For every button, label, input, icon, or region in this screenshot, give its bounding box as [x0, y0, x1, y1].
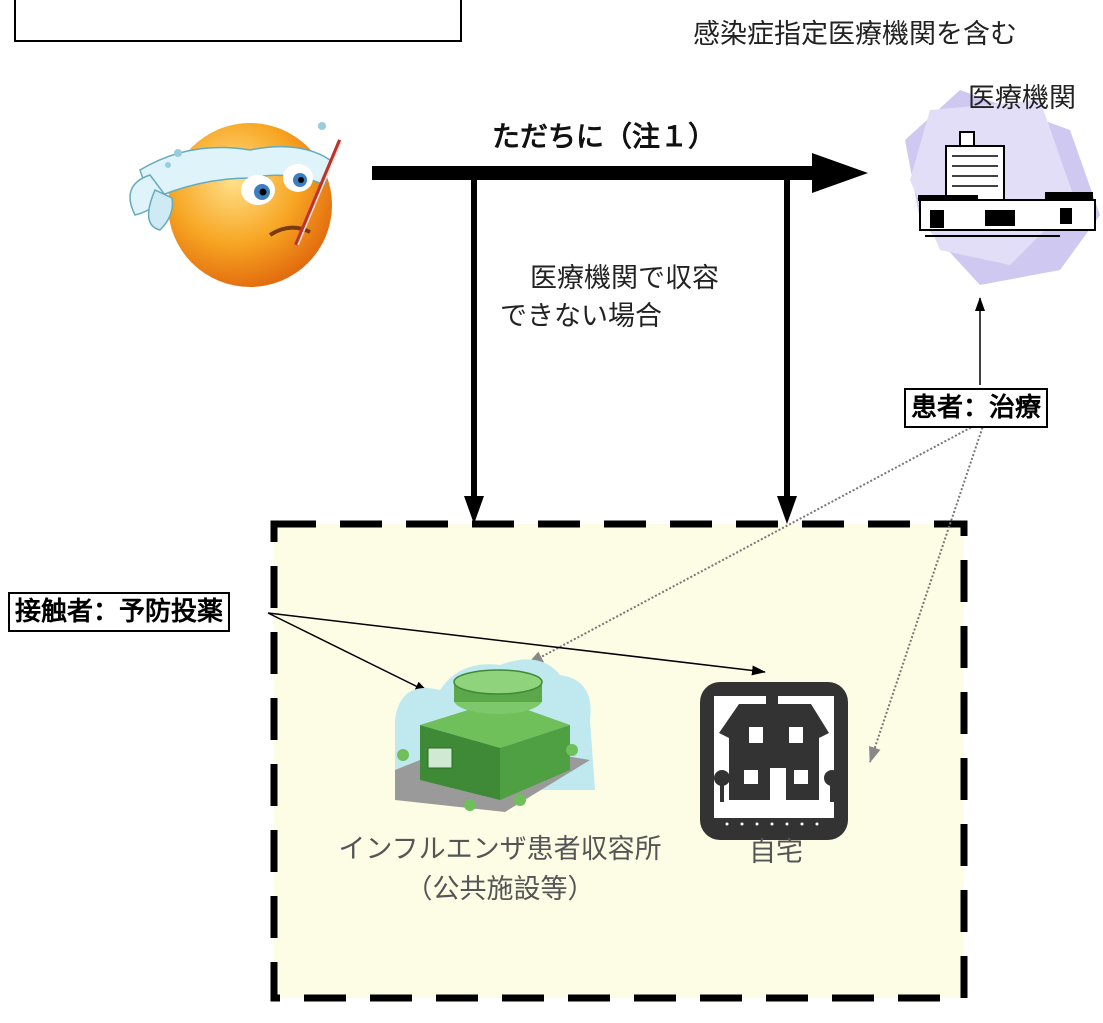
shelter-label-line2: （公共施設等） — [405, 874, 595, 905]
immediately-label: ただちに（注１） — [492, 120, 717, 153]
contact-to-home-arrow — [267, 612, 766, 676]
hospital-icon — [905, 90, 1100, 285]
hospital-title-line2: 医療機関 — [968, 83, 1076, 114]
shelter-label: インフルエンザ患者収容所 （公共施設等） — [310, 830, 690, 910]
top-caption-box — [14, 0, 462, 42]
down-arrow-right — [777, 178, 797, 524]
hospital-title-line1: 感染症指定医療機関を含む — [693, 19, 1017, 50]
cannot-admit-note: 医療機関で収容 できない場合 — [500, 260, 719, 336]
home-icon — [700, 682, 848, 840]
main-arrow — [372, 153, 868, 193]
patient-to-home-arrow — [869, 419, 986, 763]
contact-prophylaxis-label: 接触者：予防投薬 — [8, 592, 231, 632]
home-label: 自宅 — [749, 837, 803, 868]
down-arrow-left — [464, 178, 484, 524]
shelter-building-icon — [395, 659, 595, 812]
cannot-admit-line2: できない場合 — [500, 301, 662, 332]
response-area — [270, 520, 968, 1002]
sick-sun-icon — [129, 122, 343, 287]
shelter-label-line1: インフルエンザ患者収容所 — [338, 834, 662, 865]
cannot-admit-line1: 医療機関で収容 — [530, 263, 719, 294]
contact-to-shelter-arrow — [267, 612, 429, 693]
patient-treatment-label: 患者：治療 — [904, 388, 1049, 428]
